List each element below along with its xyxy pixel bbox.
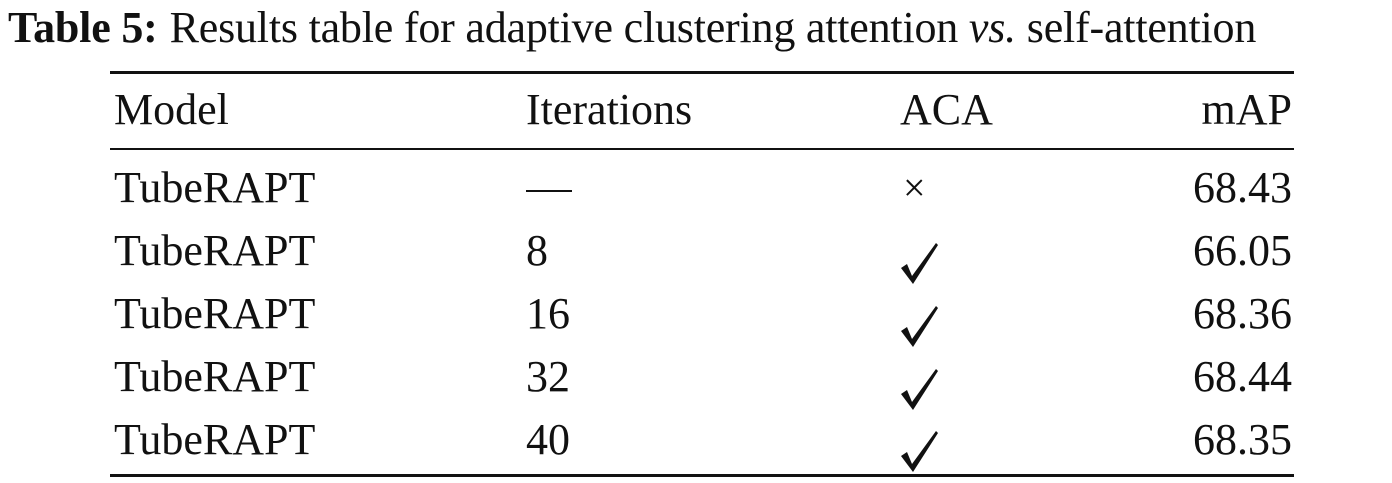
cell-iterations: 40 [526,415,570,464]
cell-model: TubeRAPT [114,415,316,464]
header-model: Model [114,85,229,134]
cell-iterations: 16 [526,289,570,338]
check-icon [901,431,938,472]
cell-map: 68.44 [1193,352,1292,401]
header-aca: ACA [900,85,993,134]
header-rule [110,148,1294,150]
bottom-rule [110,474,1294,477]
header-iterations: Iterations [526,85,693,134]
cell-model: TubeRAPT [114,289,316,338]
cell-model: TubeRAPT [114,352,316,401]
table-caption: Table 5:Results table for adaptive clust… [8,2,1392,54]
caption-label: Table 5: [8,3,158,52]
cell-map: 66.05 [1193,226,1292,275]
cell-map: 68.43 [1193,163,1292,212]
check-icon [901,369,938,410]
cell-map: 68.36 [1193,289,1292,338]
check-icon [901,306,938,347]
cell-iterations: 32 [526,352,570,401]
em-dash [526,190,572,192]
caption-italic: vs. [968,3,1016,52]
cross-mark: × [903,165,926,210]
cell-iterations: 8 [526,226,548,275]
header-map: mAP [1201,85,1292,134]
check-icon [901,243,938,284]
caption-text-end: self-attention [1026,3,1257,52]
cell-model: TubeRAPT [114,163,316,212]
top-rule [110,71,1294,74]
cell-model: TubeRAPT [114,226,316,275]
caption-text: Results table for adaptive clustering at… [169,3,959,52]
cell-map: 68.35 [1193,415,1292,464]
